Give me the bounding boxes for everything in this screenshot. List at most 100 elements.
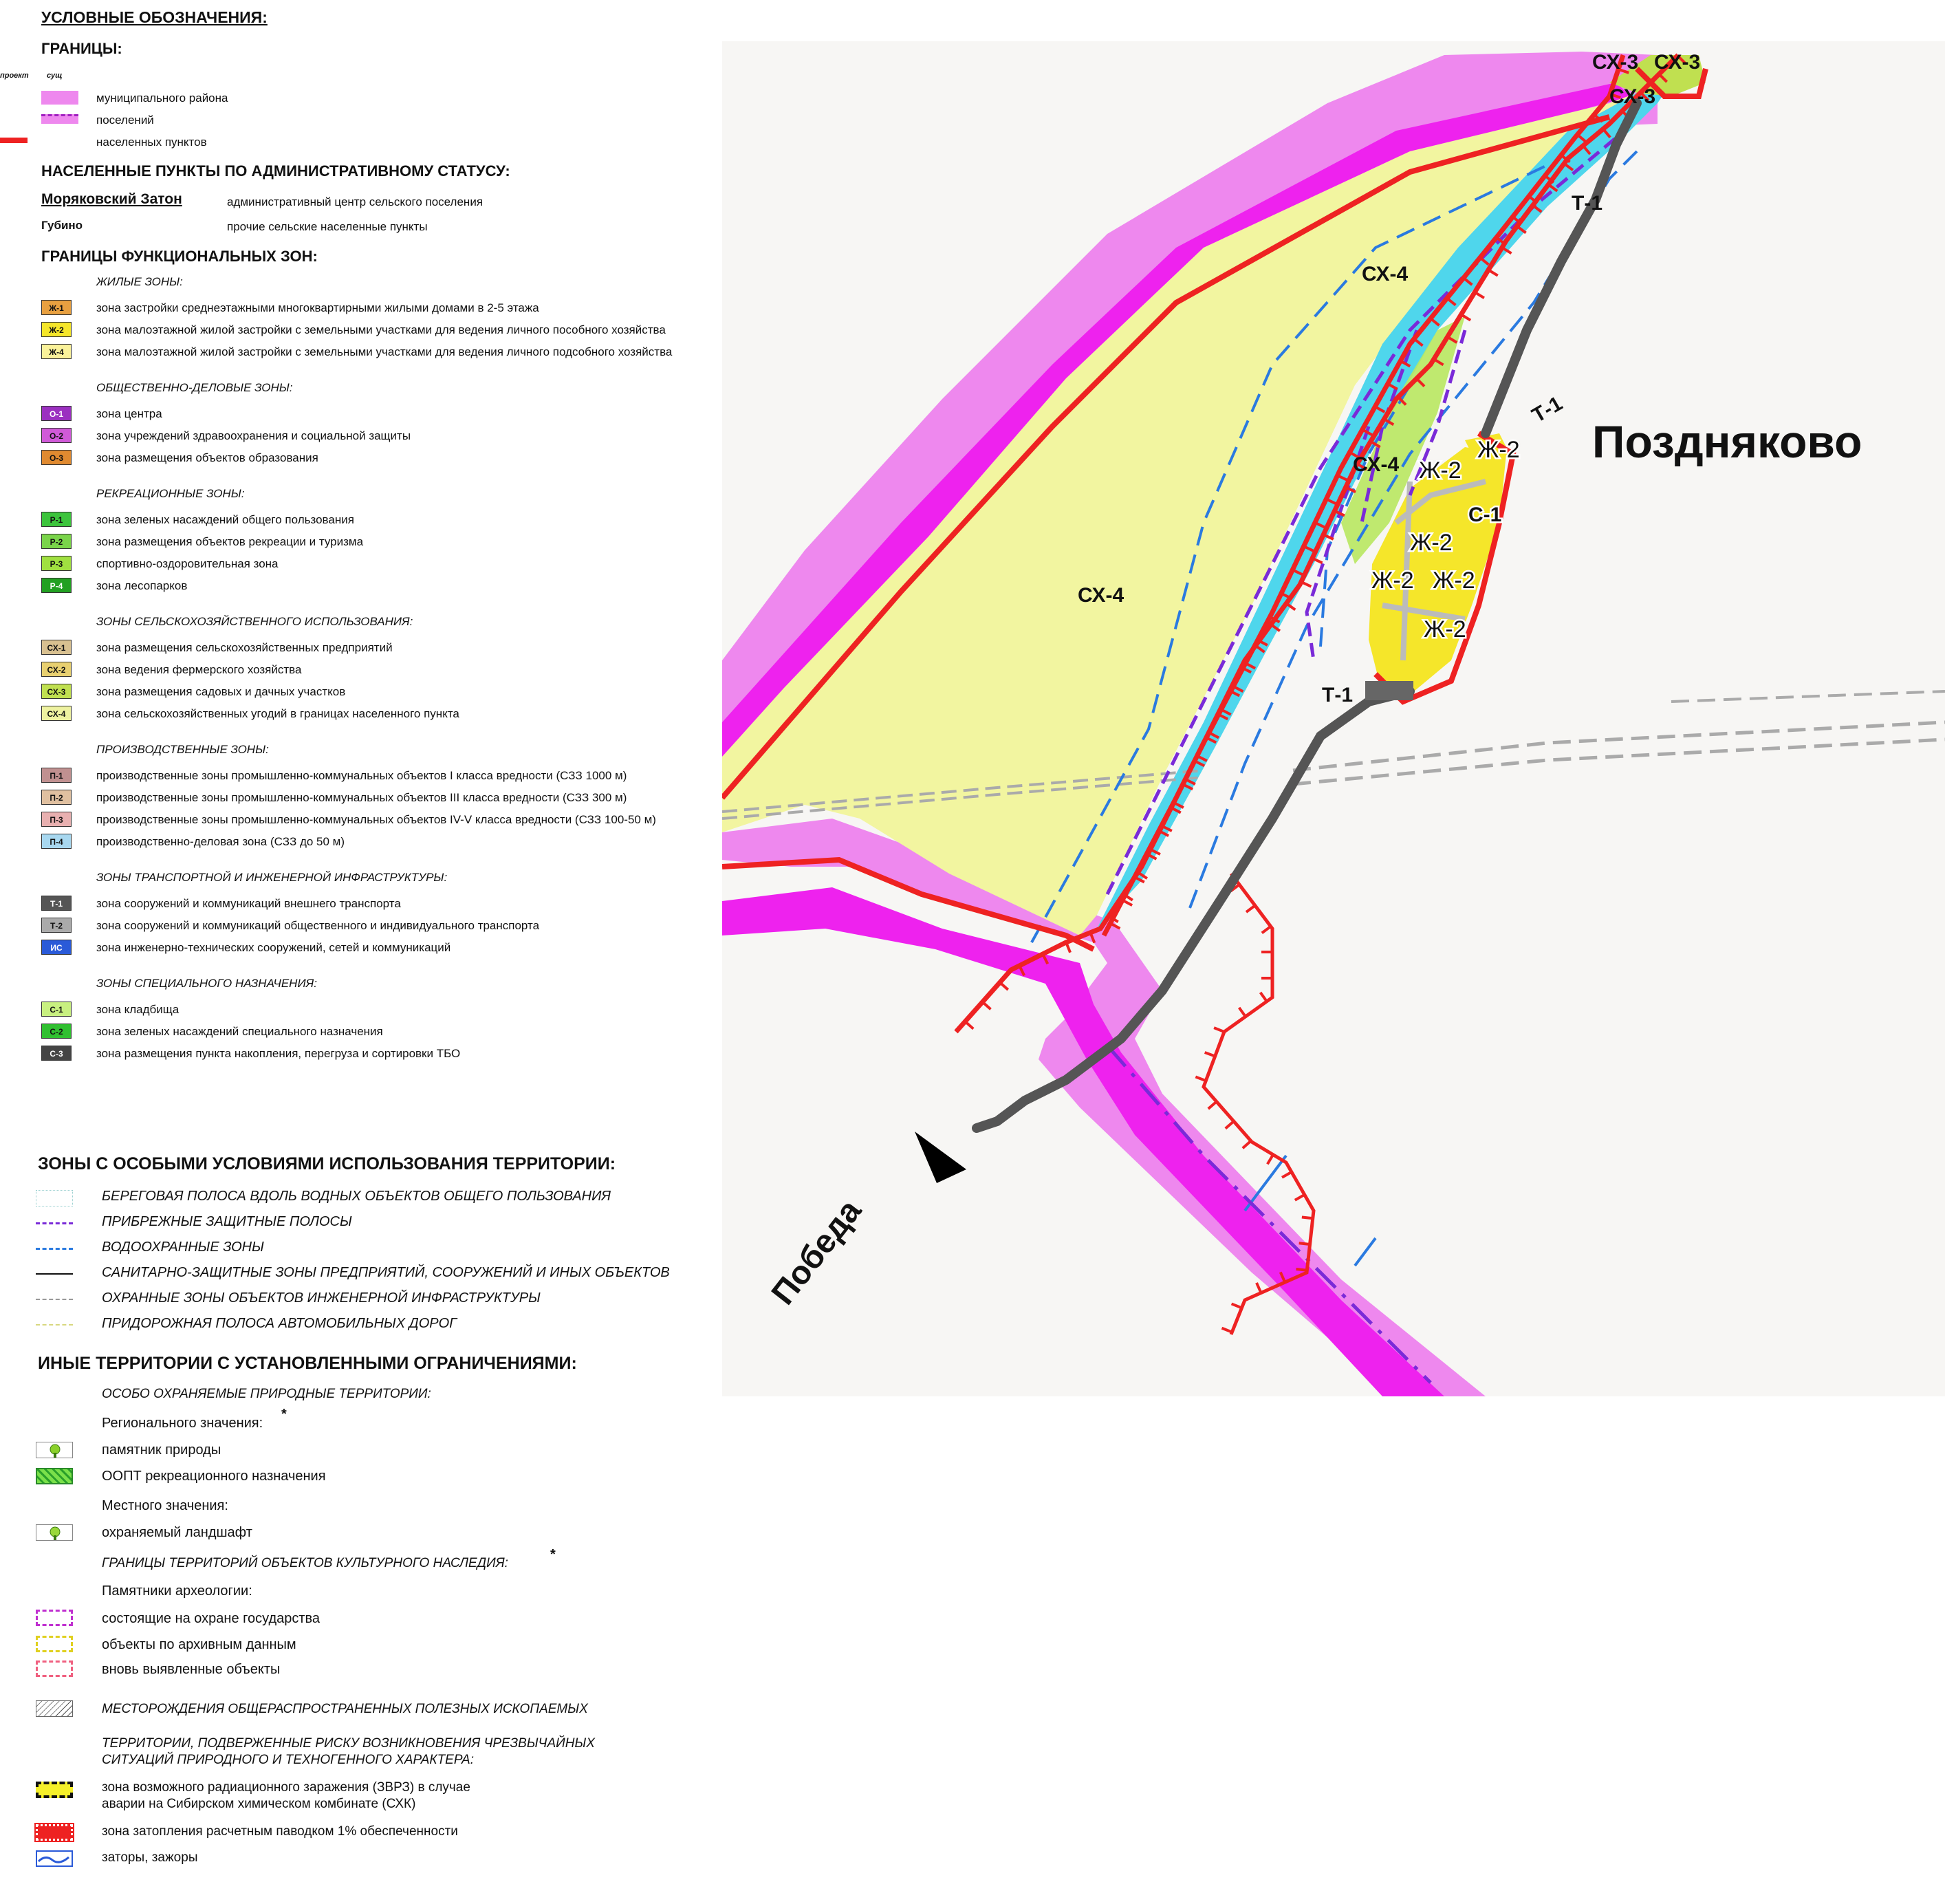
legend-title: УСЛОВНЫЕ ОБОЗНАЧЕНИЯ: [41,8,268,26]
label-cx3: СХ-3 [1609,85,1655,108]
col-existing-label: сущ [47,72,63,80]
flood-boundary-tick [1149,848,1161,856]
flood-boundary-tick [1303,545,1314,552]
zone-code-badge: Ж-1 [41,300,72,315]
district-border-swatch [41,91,78,105]
flood-boundary-tick [1170,806,1182,814]
nature-monument-swatch [36,1442,73,1458]
zone-code-badge: О-1 [41,406,72,421]
zone-code-badge: О-2 [41,428,72,443]
regional-label: Регионального значения: [102,1416,263,1431]
center-settlement-name: Моряковский Затон [41,191,182,207]
street [1382,603,1466,622]
label-zh2: Ж-2 [1410,530,1453,556]
flood-boundary-east [1101,53,1680,937]
engineering-corridor-west-2 [722,776,1204,820]
flood-boundary-tick [999,981,1010,991]
road-t1-north[interactable] [1481,98,1642,438]
zone-code-badge: Р-1 [41,512,72,527]
engineering-corridor-east [1292,720,1945,772]
risk-title-line2: СИТУАЦИЙ ПРИРОДНОГО И ТЕХНОГЕННОГО ХАРАК… [102,1753,474,1767]
flood-boundary-tick [1479,256,1490,266]
nature-monument-label: памятник природы [102,1442,221,1458]
zone-description: зона размещения пункта накопления, перег… [96,1047,461,1060]
special-header: ЗОНЫ С ОСОБЫМИ УСЛОВИЯМИ ИСПОЛЬЗОВАНИЯ Т… [38,1154,616,1173]
flood-boundary-tick [1618,67,1629,74]
flood-boundary-tick [1108,914,1119,923]
zvrz-label-line1: зона возможного радиационного заражения … [102,1780,470,1795]
road-t1-south[interactable] [972,686,1415,1133]
engineering-corridor-east-3 [1671,690,1945,703]
flood-boundary-tick [1676,54,1686,65]
flood-boundary-tick [1640,91,1650,102]
flood-boundary-tick [1356,462,1368,471]
zone-code-badge: ИС [41,940,72,955]
agri-field-cx4[interactable] [722,93,1637,935]
zone-code-badge: Р-4 [41,578,72,593]
label-zh2: Ж-2 [1433,567,1475,594]
flood-boundary-tick [981,1001,992,1010]
special-zone-label: БЕРЕГОВАЯ ПОЛОСА ВДОЛЬ ВОДНЫХ ОБЪЕКТОВ О… [102,1189,611,1204]
flood-boundary-tick [1224,1120,1235,1130]
zone-group-title: ЗОНЫ СПЕЦИАЛЬНОГО НАЗНАЧЕНИЯ: [96,977,317,990]
flood-boundary-tick [1314,521,1326,529]
flood-boundary-tick [1089,932,1096,944]
zone-description: зона зеленых насаждений общего пользован… [96,513,354,526]
flood-boundary-tick [1146,852,1158,861]
zone-code-badge: С-3 [41,1046,72,1061]
flood-boundary-tick [1560,154,1571,164]
center-settlement-desc: административный центр сельского поселен… [227,195,483,208]
map-canvas[interactable]: СХ-3 СХ-3 СХ-3 Т-1 Т-1 Т-1 СХ-4 СХ-4 СХ-… [722,41,1945,1396]
deposits-label: МЕСТОРОЖДЕНИЯ ОБЩЕРАСПРОСТРАНЕННЫХ ПОЛЕЗ… [102,1702,588,1716]
settlement-border-dashdot [1106,1044,1432,1384]
zone-code-badge: СХ-3 [41,684,72,699]
flood-boundary-tick [1205,736,1217,744]
label-cx3: СХ-3 [1654,51,1700,74]
flood-boundary-tick [1547,183,1558,193]
north-settlement-outline [1635,67,1708,99]
flood-boundary-tick [1323,533,1334,541]
flood-boundary-tick [1269,616,1281,624]
leaf-icon [50,1526,61,1540]
flood-boundary-tick [1232,685,1244,693]
zone-description: производственные зоны промышленно-коммун… [96,791,627,804]
flood-boundary-tick [1281,592,1292,600]
oopt-title: ОСОБО ОХРАНЯЕМЫЕ ПРИРОДНЫЕ ТЕРРИТОРИИ: [102,1387,431,1401]
flood-boundary-tick [1516,225,1527,235]
label-cx4: СХ-4 [1362,263,1409,285]
flood-boundary-tick [1133,876,1145,884]
flood-boundary-tick [1334,509,1345,517]
border-settlement-label: поселений [96,113,154,127]
flood-boundary-tick [1501,246,1512,255]
settlements-header: НАСЕЛЕННЫЕ ПУНКТЫ ПО АДМИНИСТРАТИВНОМУ С… [41,162,510,180]
flood-boundary-tick [964,1020,975,1030]
flood-boundary-tick [1374,405,1386,413]
flood-boundary-tick [1182,783,1194,791]
wave-icon [37,1856,69,1863]
special-zone-swatch [36,1222,73,1224]
flood-boundary-tick [1609,92,1621,99]
garden-zone-strip [1341,316,1465,564]
zone-description: зона размещения объектов рекреации и тур… [96,535,364,548]
zone-description: зона размещения объектов образования [96,451,318,464]
special-zone-label: САНИТАРНО-ЗАЩИТНЫЕ ЗОНЫ ПРЕДПРИЯТИЙ, СОО… [102,1265,670,1280]
zone-code-badge: Ж-4 [41,344,72,359]
flood-boundary-tick [1285,602,1296,612]
zone-group-title: ПРОИЗВОДСТВЕННЫЕ ЗОНЫ: [96,743,269,756]
flood-boundary-tick [1261,925,1272,935]
zone-description: зона центра [96,407,162,420]
flood-boundary-tick [1383,418,1395,426]
flood-boundary-tick [1413,337,1424,347]
water-protection-line-west [1030,164,1548,943]
other-settlement-name: Губино [41,219,83,232]
flood-boundary-tick [1257,638,1268,647]
locality-boundaries [722,53,1708,1335]
zone-description: спортивно-оздоровительная зона [96,557,279,570]
flood-boundary-tick [1109,922,1121,930]
flood-boundary-tick [1279,1271,1287,1283]
flood-boundary-tick [1122,898,1133,907]
arch-new-label: вновь выявленные объекты [102,1662,281,1677]
flood-swatch [34,1823,74,1842]
flood-boundary-tick [1213,1026,1225,1033]
special-zone-swatch [36,1299,73,1301]
